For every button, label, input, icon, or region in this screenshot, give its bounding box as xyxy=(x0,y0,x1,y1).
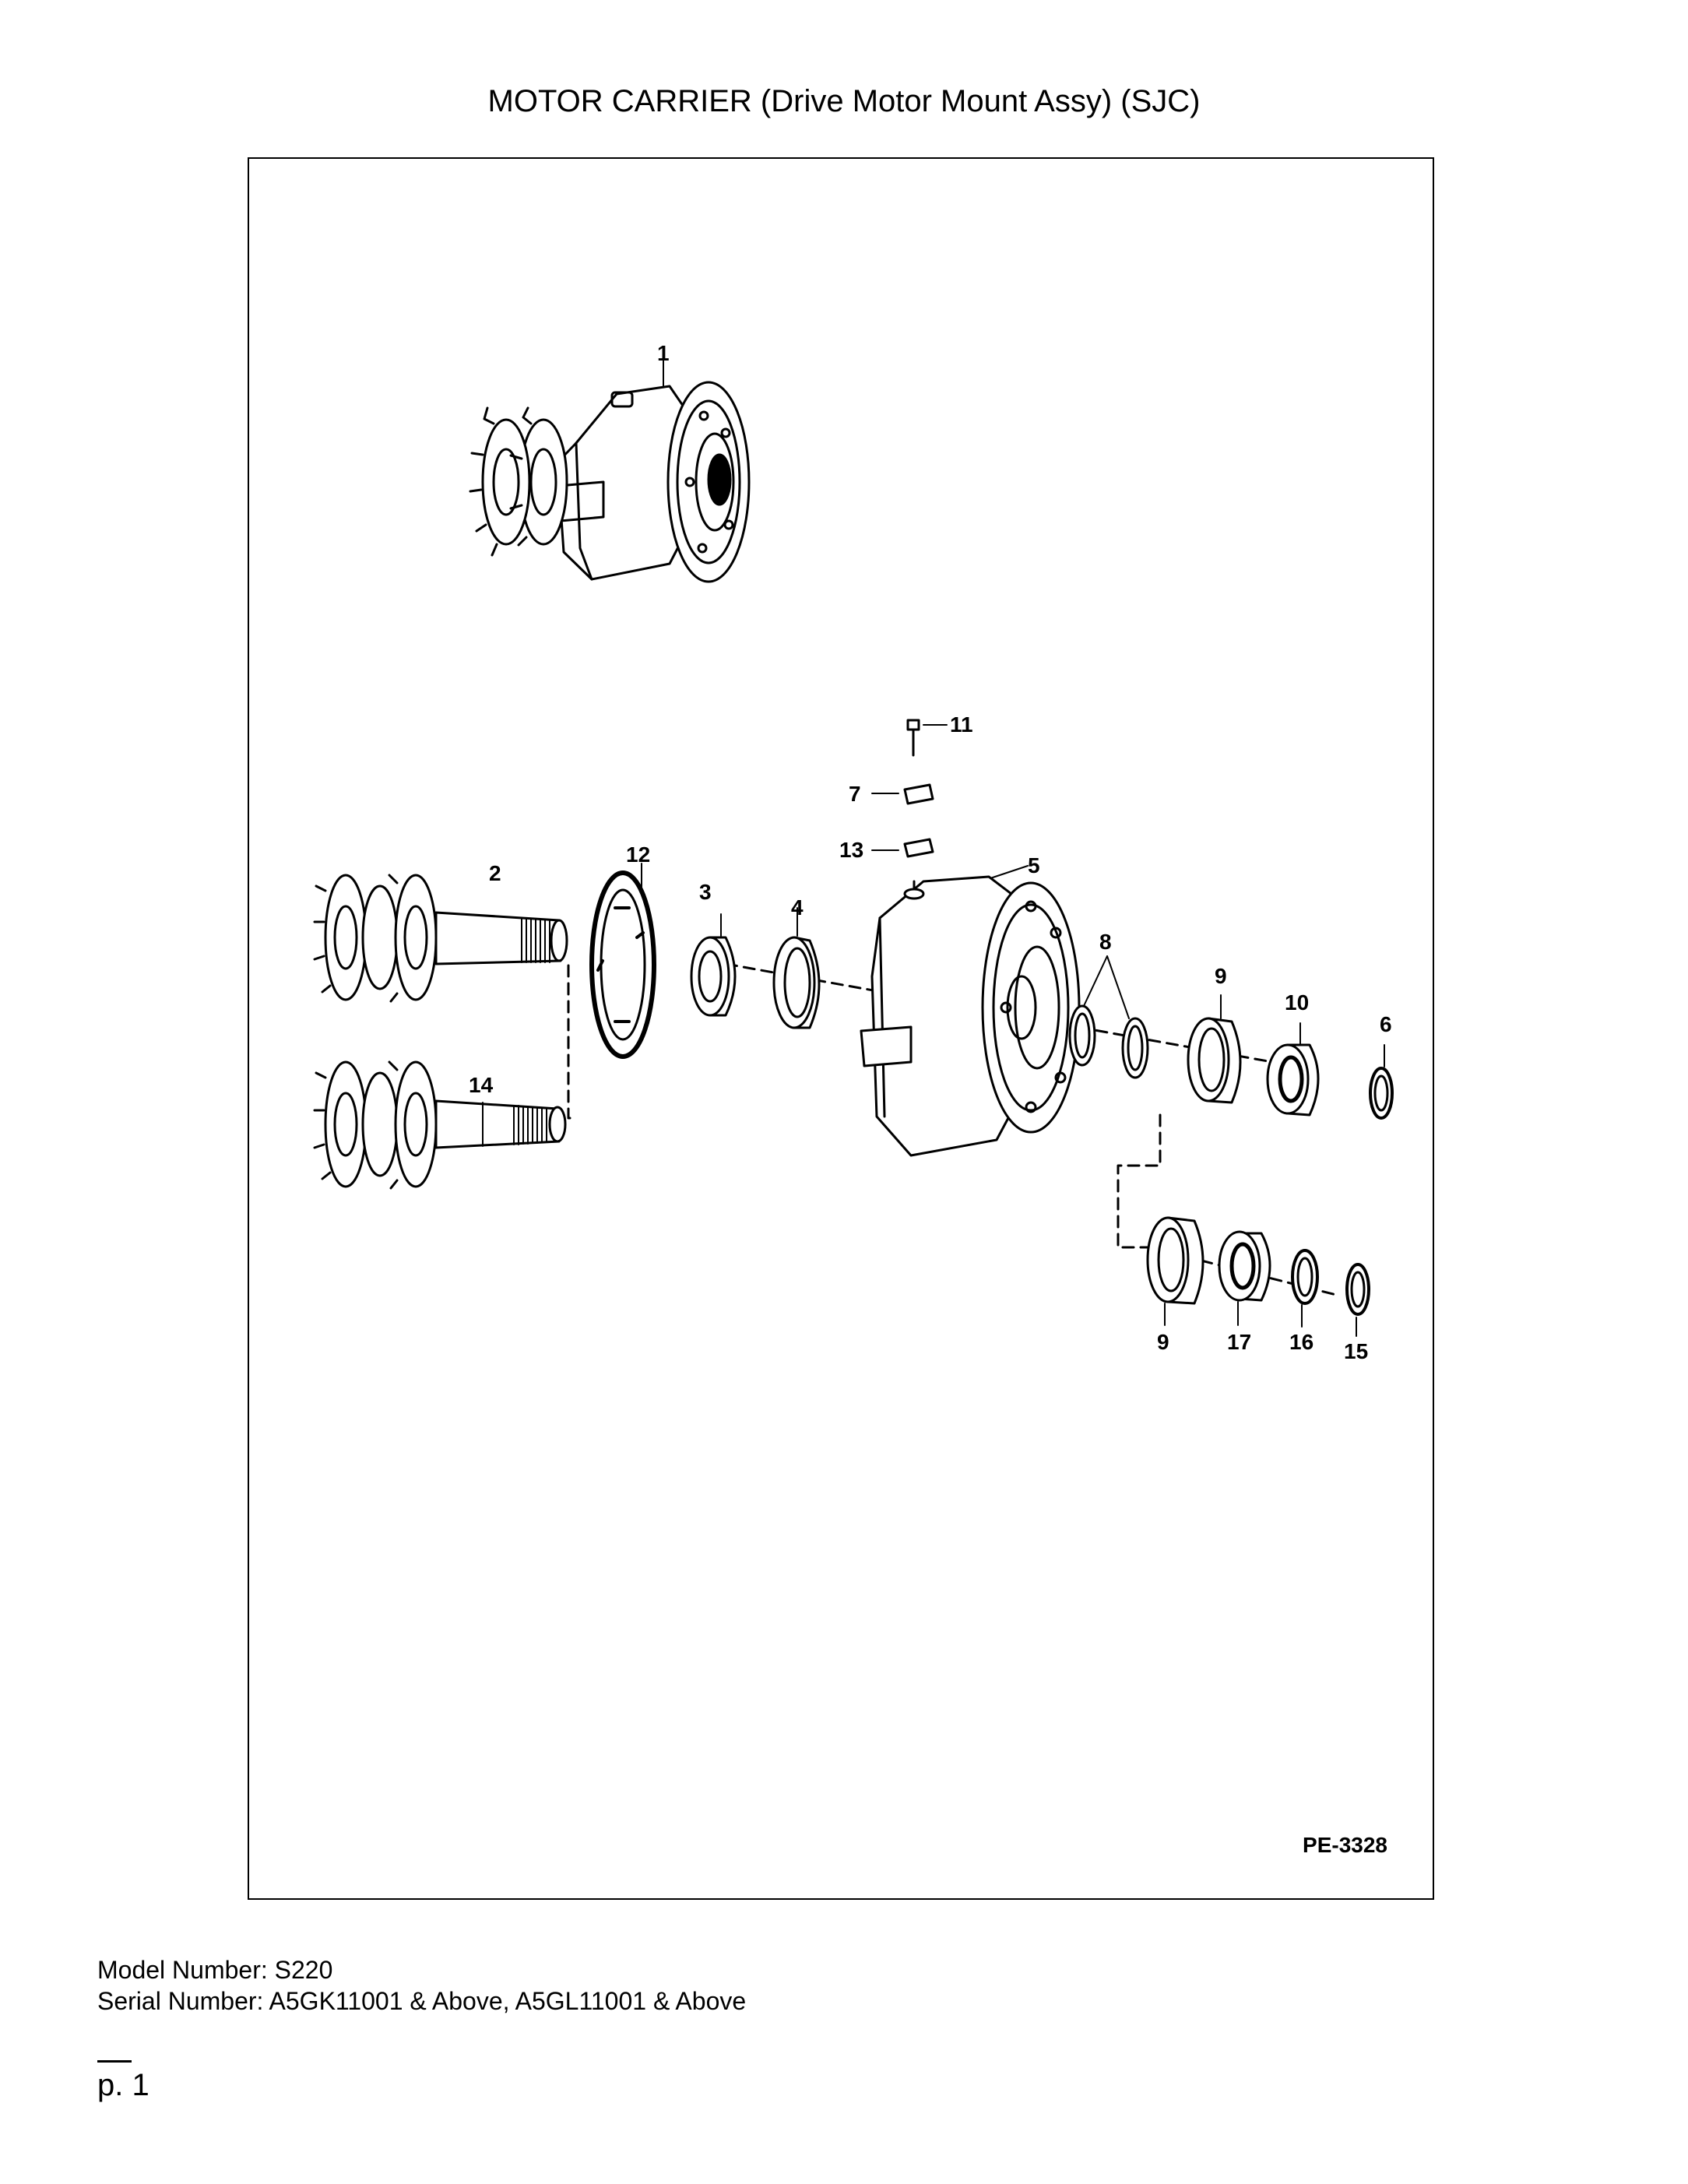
callout-10: 10 xyxy=(1285,990,1310,1015)
page-title: MOTOR CARRIER (Drive Motor Mount Assy) (… xyxy=(487,84,1201,118)
callout-9-upper: 9 xyxy=(1215,964,1227,988)
shim-13-drawing xyxy=(871,838,934,858)
exploded-parts-diagram xyxy=(313,353,1394,1337)
callout-16: 16 xyxy=(1289,1330,1314,1354)
callout-8: 8 xyxy=(1099,930,1112,954)
diagram-frame: 1 2 3 4 5 6 7 8 9 9 10 11 12 13 14 15 16… xyxy=(248,157,1434,1900)
callout-5: 5 xyxy=(1028,853,1040,877)
bearing-cone-3-drawing xyxy=(690,913,737,1017)
callout-15: 15 xyxy=(1344,1339,1369,1363)
axle-shaft-2-drawing xyxy=(313,874,568,1003)
callout-3: 3 xyxy=(699,880,712,904)
callout-13: 13 xyxy=(839,838,864,862)
callout-7: 7 xyxy=(849,782,861,806)
carrier-housing-5-drawing xyxy=(860,865,1081,1157)
model-serial-info: Model Number: S220 Serial Number: A5GK11… xyxy=(97,1954,746,2017)
bolt-11-drawing xyxy=(906,719,948,757)
callout-6: 6 xyxy=(1380,1012,1392,1036)
callout-9-lower: 9 xyxy=(1157,1330,1169,1354)
callout-4: 4 xyxy=(791,895,804,920)
bearing-cup-4-drawing xyxy=(772,907,821,1029)
page-number-rule xyxy=(97,2060,132,2063)
bearing-cone-10-drawing xyxy=(1266,1022,1320,1117)
callout-17: 17 xyxy=(1227,1330,1252,1354)
snap-ring-6-drawing xyxy=(1369,1044,1394,1120)
callout-14: 14 xyxy=(469,1073,494,1097)
callout-12: 12 xyxy=(626,842,651,867)
bearing-cup-9-lower-drawing xyxy=(1146,1216,1204,1326)
seal-16-drawing xyxy=(1291,1249,1319,1328)
model-number: Model Number: S220 xyxy=(97,1956,333,1984)
seals-8-drawing xyxy=(1068,955,1149,1079)
figure-code: PE-3328 xyxy=(1303,1833,1387,1857)
serial-number: Serial Number: A5GK11001 & Above, A5GL11… xyxy=(97,1987,747,2015)
cap-7-drawing xyxy=(871,783,934,805)
callout-1: 1 xyxy=(657,341,670,365)
bearing-cup-9-upper-drawing xyxy=(1187,994,1242,1104)
page-number: p. 1 xyxy=(97,2068,149,2102)
axle-shaft-14-drawing xyxy=(313,1060,567,1190)
snap-ring-15-drawing xyxy=(1345,1263,1370,1337)
ring-12-drawing xyxy=(589,863,656,1059)
motor-carrier-assembly-drawing xyxy=(469,353,751,583)
callout-2: 2 xyxy=(489,861,501,885)
callout-11: 11 xyxy=(950,712,973,737)
bearing-cone-17-drawing xyxy=(1218,1230,1271,1326)
